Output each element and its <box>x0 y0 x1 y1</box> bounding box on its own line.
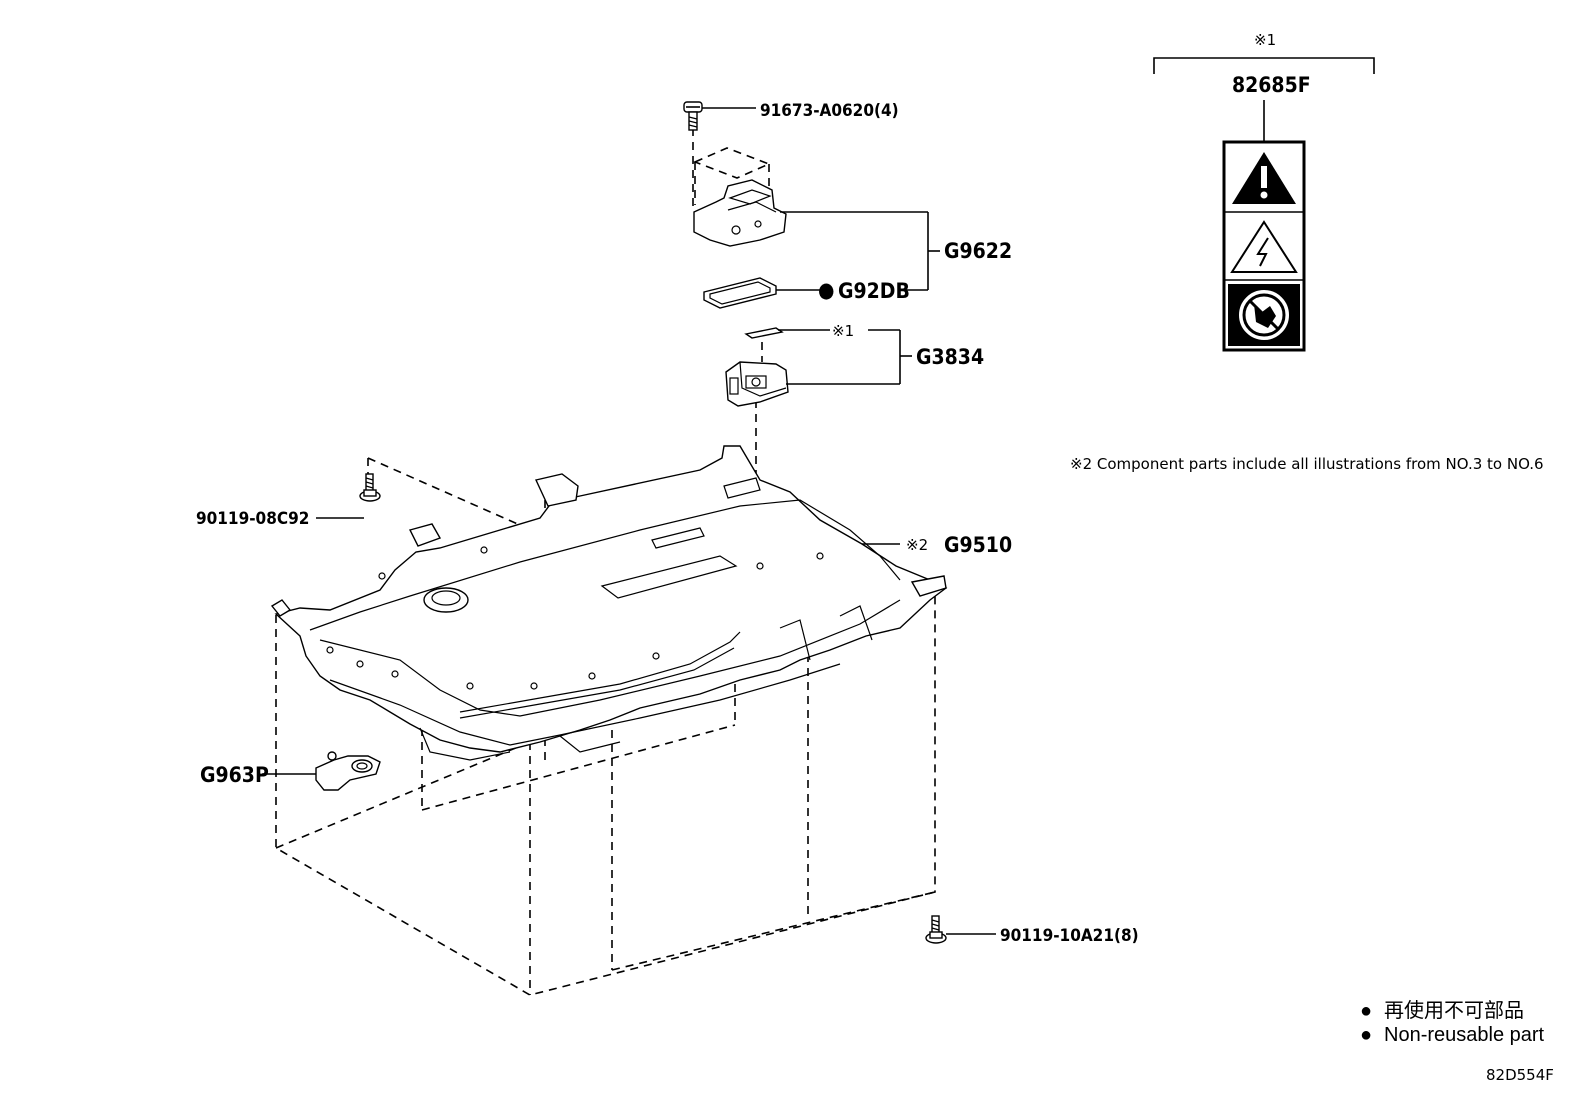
warning-triangle-icon <box>1232 152 1296 204</box>
callout-note-ref-2: ※2 <box>906 536 928 554</box>
component-note: ※2 Component parts include all illustrat… <box>1070 455 1544 473</box>
service-plug-icon <box>725 361 789 407</box>
non-reusable-marker: ● <box>818 278 835 302</box>
callout-screw-top: 91673-A0620(4) <box>760 101 899 121</box>
callout-note-ref-1: ※1 <box>832 322 854 340</box>
figure-id: 82D554F <box>1486 1066 1554 1084</box>
callout-cover: G9622 <box>944 239 1012 263</box>
high-voltage-icon <box>1230 220 1298 273</box>
callout-bolt-left: 90119-08C92 <box>196 509 309 529</box>
label-group-part: 82685F <box>1232 73 1311 97</box>
label-group-ref: ※1 <box>1254 31 1276 49</box>
legend-bullet-2: ● <box>1360 1024 1372 1046</box>
bolt-bottom-icon <box>925 915 947 944</box>
legend: ● 再使用不可部品 ● Non-reusable part <box>1360 999 1545 1046</box>
cover-icon <box>693 179 787 247</box>
screw-top-icon <box>683 101 703 131</box>
callout-gasket: G92DB <box>838 279 910 303</box>
legend-text-en: Non-reusable part <box>1384 1024 1545 1046</box>
legend-text-ja: 再使用不可部品 <box>1384 999 1524 1022</box>
callout-sensor: G963P <box>200 763 269 787</box>
label-plate-icon <box>744 327 784 339</box>
battery-assembly-icon <box>270 445 948 761</box>
legend-bullet-1: ● <box>1360 1000 1372 1022</box>
caution-label-group: ※1 82685F <box>1153 31 1375 352</box>
callout-battery: G9510 <box>944 533 1012 557</box>
gasket-icon <box>703 277 777 309</box>
callout-plug: G3834 <box>916 345 984 369</box>
no-touch-icon <box>1228 284 1300 346</box>
bolt-left-icon <box>359 473 381 502</box>
sensor-icon <box>315 751 381 791</box>
callout-bolt-bottom: 90119-10A21(8) <box>1000 926 1139 946</box>
